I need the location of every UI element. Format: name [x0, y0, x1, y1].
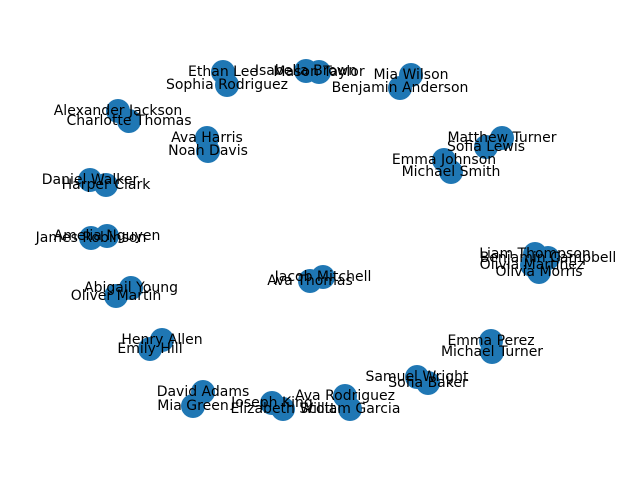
node-noah-davis	[196, 139, 220, 163]
nodes-layer	[78, 59, 560, 421]
node-charlotte-thomas	[117, 109, 141, 133]
node-label-ava-harris: Ava Harris	[171, 130, 243, 146]
node-label-michael-turner: Michael Turner	[441, 344, 543, 360]
node-label-elizabeth-scott: Elizabeth Scott	[231, 401, 337, 417]
node-harper-clark	[94, 173, 118, 197]
node-label-william-garcia: William Garcia	[300, 401, 401, 417]
node-james-robinson	[79, 226, 103, 250]
node-benjamin-anderson	[388, 76, 412, 100]
node-label-alexander-jackson: Alexander Jackson	[54, 103, 183, 119]
node-olivia-martinez	[520, 253, 544, 277]
node-label-olivia-martinez: Olivia Martinez	[480, 257, 585, 273]
node-label-charlotte-thomas: Charlotte Thomas	[67, 113, 192, 129]
node-sofia-baker	[416, 371, 440, 395]
node-label-mia-green: Mia Green	[157, 398, 228, 414]
node-william-garcia	[338, 397, 362, 421]
node-label-joseph-king: Joseph King	[230, 395, 313, 411]
node-label-benjamin-campbell: Benjamin Campbell	[480, 250, 617, 266]
node-sofia-lewis	[474, 135, 498, 159]
node-mia-green	[181, 394, 205, 418]
node-label-emma-perez: Emma Perez	[447, 333, 534, 349]
node-label-noah-davis: Noah Davis	[168, 143, 248, 159]
node-elizabeth-scott	[271, 397, 295, 421]
node-label-david-adams: David Adams	[157, 384, 250, 400]
node-oliver-martin	[104, 284, 128, 308]
node-label-abigail-young: Abigail Young	[84, 280, 178, 296]
node-label-sofia-lewis: Sofia Lewis	[447, 139, 525, 155]
node-label-sofia-baker: Sofia Baker	[388, 375, 468, 391]
node-label-oliver-martin: Oliver Martin	[71, 288, 162, 304]
node-label-emma-johnson: Emma Johnson	[392, 152, 496, 168]
node-label-harper-clark: Harper Clark	[62, 177, 152, 193]
node-label-isabella-brown: Isabella Brown	[255, 63, 357, 79]
node-label-liam-thompson: Liam Thompson	[479, 246, 591, 262]
node-label-sophia-rodriguez: Sophia Rodriguez	[166, 77, 288, 93]
node-label-daniel-walker: Daniel Walker	[42, 172, 139, 188]
node-label-emily-hill: Emily Hill	[117, 341, 182, 357]
node-label-ava-thomas: Ava Thomas	[267, 273, 353, 289]
node-mason-taylor	[307, 60, 331, 84]
node-label-mason-taylor: Mason Taylor	[273, 64, 364, 80]
node-label-benjamin-anderson: Benjamin Anderson	[332, 80, 469, 96]
node-label-mia-wilson: Mia Wilson	[373, 67, 448, 83]
node-label-ava-rodriguez: Ava Rodriguez	[295, 388, 395, 404]
node-label-michael-smith: Michael Smith	[402, 164, 501, 180]
node-label-samuel-wright: Samuel Wright	[365, 369, 469, 385]
node-label-amelia-nguyen: Amelia Nguyen	[54, 228, 161, 244]
node-sophia-rodriguez	[215, 73, 239, 97]
node-label-matthew-turner: Matthew Turner	[447, 130, 556, 146]
node-emily-hill	[138, 337, 162, 361]
node-label-jacob-mitchell: Jacob Mitchell	[274, 269, 372, 285]
node-label-james-robinson: James Robinson	[35, 230, 147, 246]
node-label-henry-allen: Henry Allen	[121, 332, 202, 348]
node-ava-thomas	[298, 269, 322, 293]
node-label-olivia-morris: Olivia Morris	[495, 264, 582, 280]
node-michael-turner	[480, 340, 504, 364]
node-michael-smith	[439, 160, 463, 184]
node-label-ethan-lee: Ethan Lee	[188, 64, 258, 80]
